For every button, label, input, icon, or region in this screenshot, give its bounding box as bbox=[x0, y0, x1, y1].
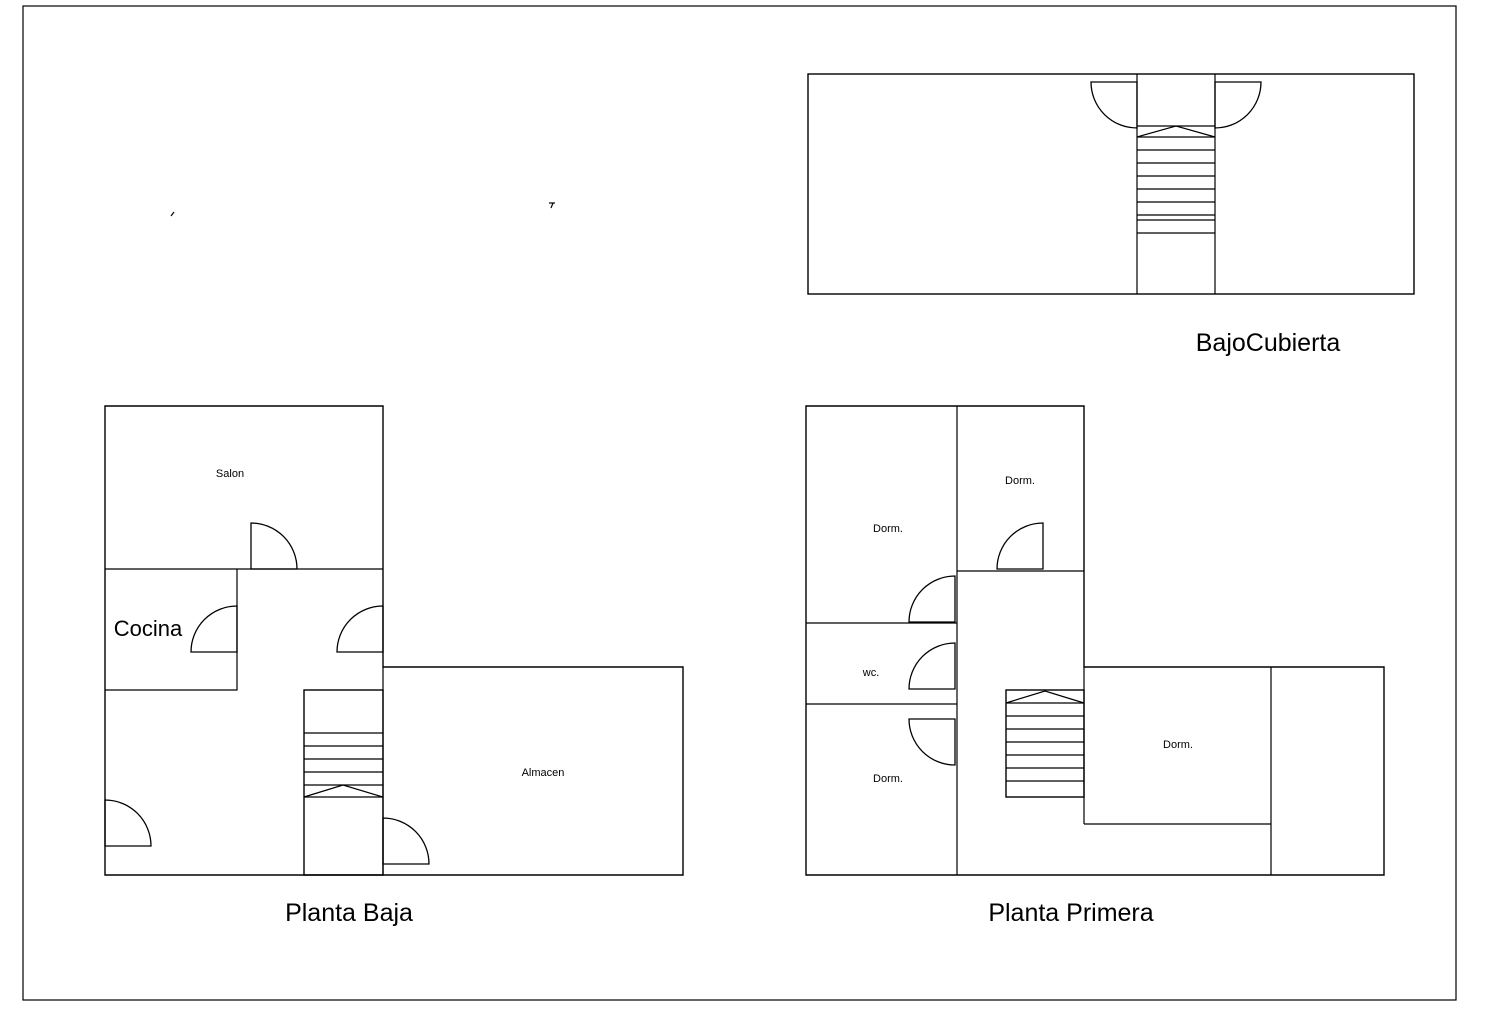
door-swing bbox=[908, 642, 956, 690]
room-label-dorm-2: Dorm. bbox=[873, 523, 903, 535]
stair-steps bbox=[1136, 125, 1216, 234]
stair-box bbox=[303, 689, 384, 876]
sheet-frame bbox=[22, 5, 1457, 1001]
stray-mark bbox=[550, 202, 554, 209]
room-label-dorm-4: Dorm. bbox=[1163, 739, 1193, 751]
door-swing bbox=[190, 605, 238, 653]
stray-mark bbox=[170, 211, 175, 217]
door-swing bbox=[104, 799, 152, 847]
plan-planta-primera bbox=[805, 405, 1385, 876]
room-label-salon: Salon bbox=[216, 468, 244, 480]
plan-planta-baja bbox=[104, 405, 684, 876]
title-planta-primera: Planta Primera bbox=[988, 899, 1153, 927]
door-swing bbox=[996, 522, 1044, 570]
door-swing bbox=[382, 817, 430, 865]
planta-baja-outline bbox=[104, 405, 684, 876]
room-label-dorm-1: Dorm. bbox=[1005, 475, 1035, 487]
room-label-almacen: Almacen bbox=[522, 767, 565, 779]
title-planta-baja: Planta Baja bbox=[285, 899, 413, 927]
room-label-dorm-3: Dorm. bbox=[873, 773, 903, 785]
plan-bajo-cubierta bbox=[807, 73, 1415, 295]
door-swing bbox=[1214, 81, 1262, 129]
door-swing bbox=[336, 605, 384, 653]
bajo-cubierta-outline bbox=[807, 73, 1415, 295]
door-swing bbox=[908, 718, 956, 766]
door-swing bbox=[908, 575, 956, 623]
door-swing bbox=[1090, 81, 1138, 129]
door-swing bbox=[250, 522, 298, 570]
stair-steps bbox=[303, 732, 384, 798]
room-label-cocina: Cocina bbox=[114, 616, 183, 641]
title-bajo-cubierta: BajoCubierta bbox=[1196, 329, 1341, 357]
room-label-wc: wc. bbox=[862, 667, 880, 679]
planta-primera-outline bbox=[805, 405, 1385, 876]
stair-box bbox=[1005, 689, 1085, 798]
stair-steps bbox=[1005, 690, 1085, 782]
